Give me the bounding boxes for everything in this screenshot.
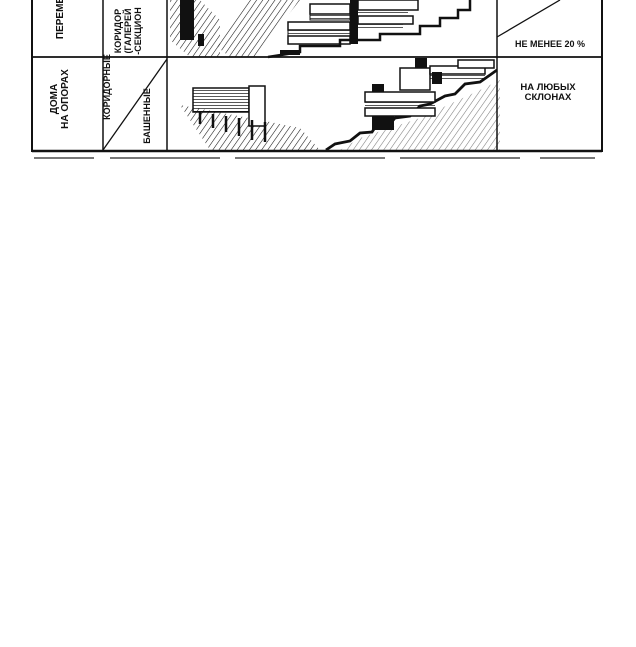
row2-condition-label: НА ЛЮБЫХ СКЛОНАХ [520, 82, 576, 104]
table-grid [31, 0, 603, 153]
row2-group-label: ДОМА НА ОПОРАХ [49, 69, 71, 129]
terraced-corridor-building-illustration [170, 0, 472, 59]
scan-edge-noise [34, 157, 595, 159]
row2-subtype-upper-label: КОРИДОРНЫЕ [102, 54, 112, 120]
row1-subtype-label: КОРИДОР (ГАЛЕРЕЙ -СЕКЦИОН [113, 7, 143, 55]
houses-on-supports-illustration [180, 58, 500, 152]
row2-subtype-lower-label: БАШЕННЫЕ [142, 88, 152, 144]
row1-group-label: ПЕРЕМЕ [55, 0, 66, 40]
row1-condition-label: НЕ МЕНЕЕ 20 % [514, 39, 586, 49]
